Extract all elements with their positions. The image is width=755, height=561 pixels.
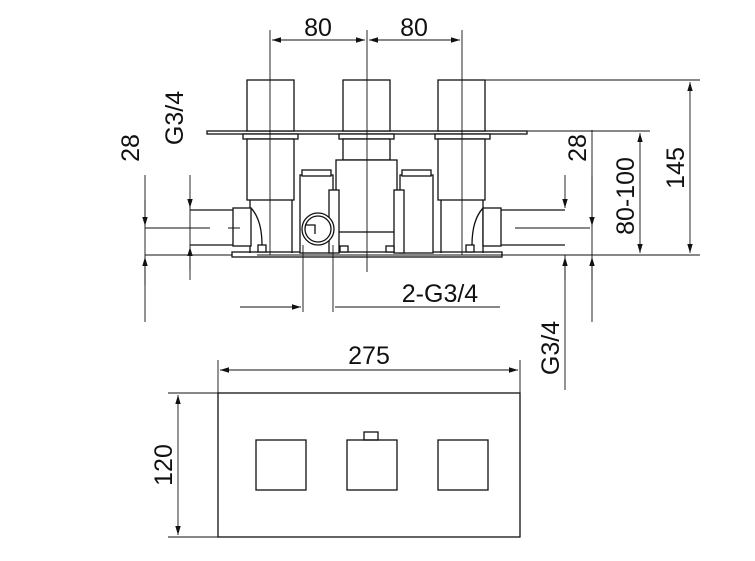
plate-height-label: 120 xyxy=(150,444,178,486)
total-depth-label: 145 xyxy=(662,147,690,189)
right-body xyxy=(437,138,486,201)
side-view xyxy=(145,79,590,258)
plate-width-label: 275 xyxy=(348,342,390,370)
right-handle xyxy=(437,439,489,491)
bottom-thread-label: G3/4 xyxy=(537,321,565,375)
left-thread-label: G3/4 xyxy=(161,91,189,145)
spacing-left-label: 80 xyxy=(304,14,332,42)
depth-range-label: 80-100 xyxy=(612,157,640,235)
right-offset-label: 28 xyxy=(564,134,592,162)
outlet-thread-label: 2-G3/4 xyxy=(402,280,479,308)
cover-plate xyxy=(217,392,521,538)
center-body xyxy=(335,159,398,233)
right-check-valve xyxy=(399,174,434,254)
outlet-fitting xyxy=(301,212,335,246)
left-spindle xyxy=(246,79,295,132)
spacing-right-label: 80 xyxy=(400,14,428,42)
left-handle xyxy=(255,439,307,491)
right-spindle xyxy=(437,79,486,132)
center-handle xyxy=(346,439,398,491)
left-offset-label: 28 xyxy=(117,134,145,162)
center-spindle xyxy=(342,79,391,132)
front-view: 275 120 xyxy=(150,342,521,538)
left-body xyxy=(246,138,295,201)
center-knob-indicator xyxy=(363,431,379,441)
